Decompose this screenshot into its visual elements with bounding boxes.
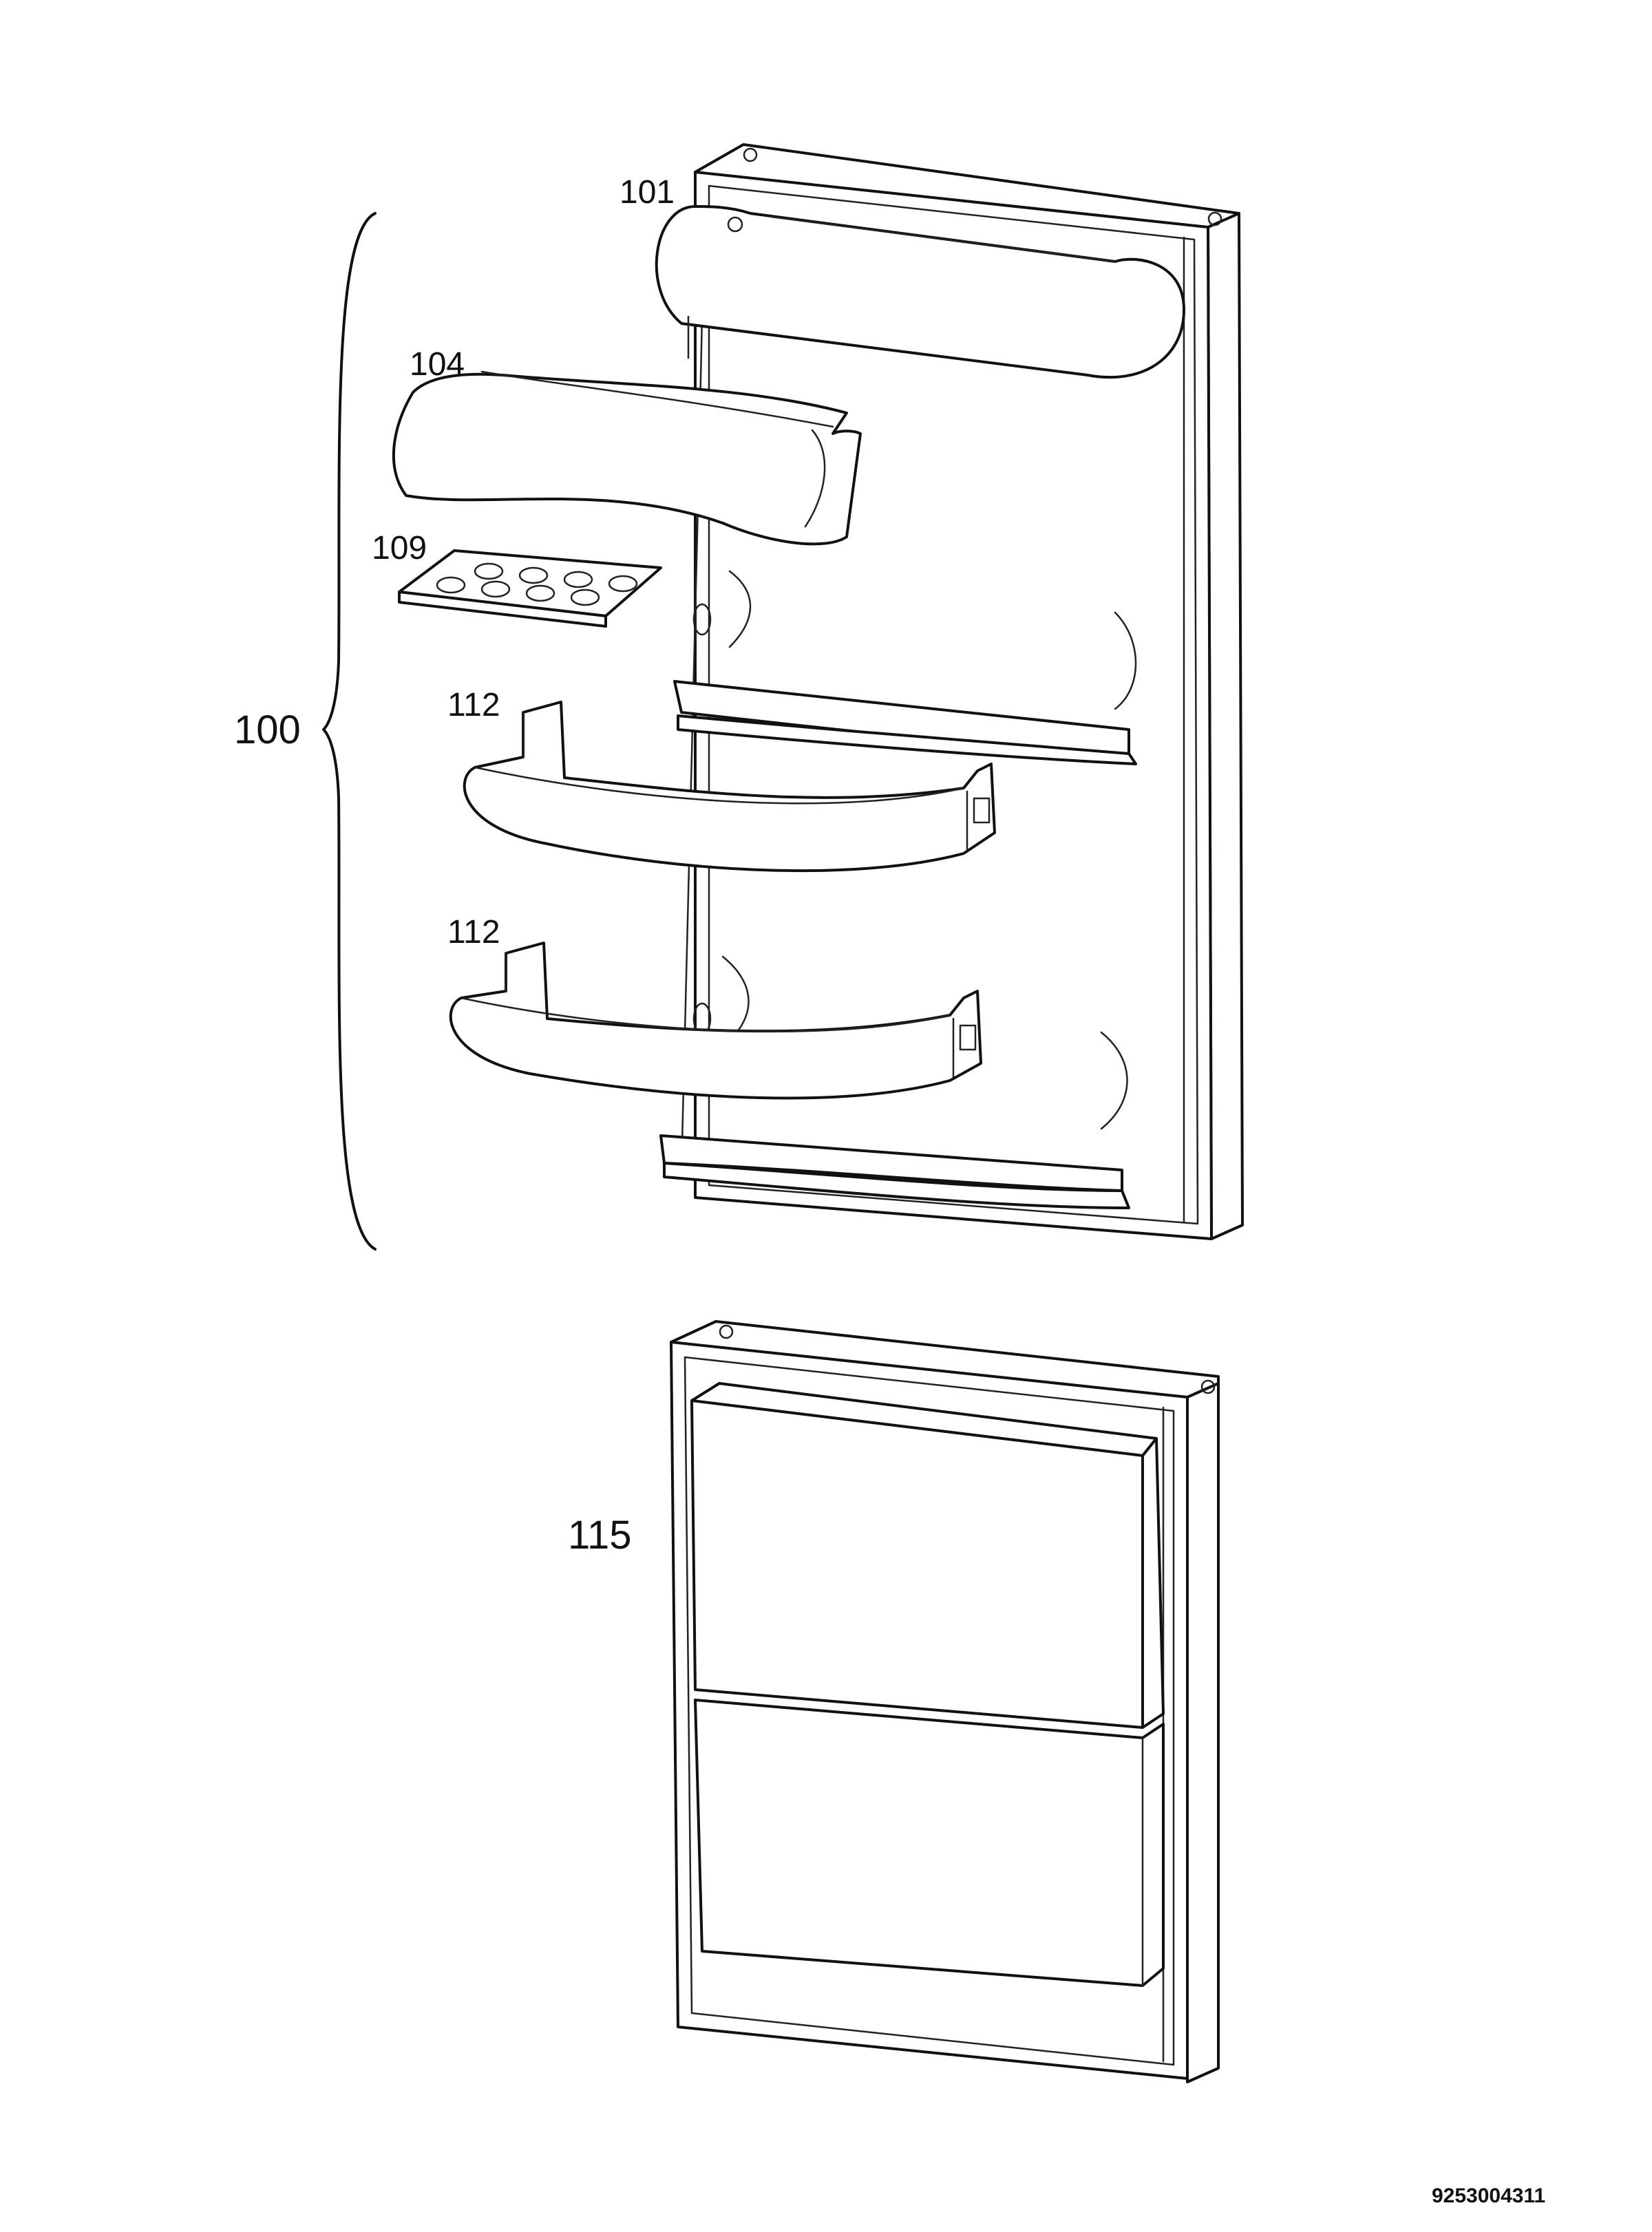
label-door-assembly: 100 [234, 708, 301, 752]
label-upper-door: 101 [620, 174, 675, 211]
egg-tray [398, 549, 662, 628]
label-egg-tray: 109 [372, 530, 427, 566]
dairy-cover [392, 370, 862, 546]
label-dairy-cover: 104 [410, 346, 465, 383]
door-shelf-upper [463, 701, 996, 873]
assembly-brace [322, 212, 377, 1251]
lower-door [670, 1320, 1220, 2083]
door-shelf-lower [449, 942, 982, 1100]
label-lower-door: 115 [568, 1513, 631, 1558]
document-code: 9253004311 [1432, 2185, 1545, 2207]
label-door-shelf-upper: 112 [447, 687, 500, 723]
label-door-shelf-lower: 112 [447, 914, 500, 950]
